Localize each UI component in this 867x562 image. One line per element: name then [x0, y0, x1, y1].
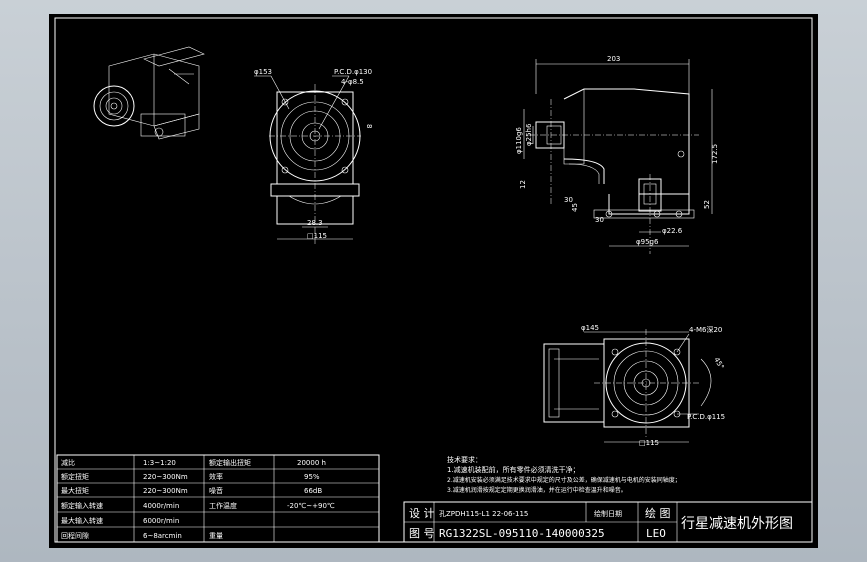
svg-text:8: 8 [365, 124, 373, 128]
notes-line-3: 3.减速机润滑按规定定期更换润滑油，并在运行中检查温升和噪音。 [447, 486, 627, 494]
motor-view-dim-angle: 45° [712, 356, 725, 371]
technical-notes: 技术要求： 1.减速机装配前，所有零件必须清洗干净； 2.减速机安装必须满足技术… [447, 455, 681, 494]
spec-row-3-value-b: -20℃~+90℃ [287, 502, 335, 510]
notes-line-1: 1.减速机装配前，所有零件必须清洗干净； [447, 465, 580, 474]
notes-line-2: 2.减速机安装必须满足技术要求中规定的尺寸及公差，确保减速机与电机的安装同轴度； [447, 476, 681, 484]
spec-row-5-label-b: 重量 [209, 532, 223, 540]
notes-title: 技术要求： [447, 455, 482, 464]
side-view-dim-30: 30 [564, 196, 573, 204]
motor-view-dim-od: φ145 [581, 324, 599, 332]
spec-row-5-value: 6~8arcmin [143, 532, 182, 540]
spec-row-0-label-b: 额定输出扭矩 [209, 458, 251, 467]
top-view-dim-pcd: P.C.D.φ130 [334, 68, 372, 76]
top-view-dim-square: □115 [307, 232, 327, 240]
spec-row-0-label: 减比 [61, 458, 75, 467]
spec-row-0-value-b: 20000 h [297, 459, 326, 467]
title-block: 设 计 图 号 孔ZPDH115-L1 22-06-115 绘制日期 RG132… [403, 501, 813, 543]
spec-row-2-value-b: 66dB [304, 487, 322, 495]
drawing-sheet: φ153 P.C.D.φ130 4-φ8.5 28.3 □115 8 203 φ… [49, 14, 818, 548]
spec-row-1-label: 额定扭矩 [61, 472, 89, 481]
title-block-date-label: 绘制日期 [594, 509, 622, 518]
spec-row-1-value: 220~300Nm [143, 473, 188, 481]
spec-row-2-label-b: 噪音 [209, 486, 223, 495]
spec-row-5-label: 回程间隙 [61, 531, 89, 540]
side-view-dim-width: 203 [607, 55, 620, 63]
spec-row-3-label: 额定输入转速 [61, 501, 103, 510]
title-block-title: 行星减速机外形图 [681, 516, 793, 532]
spec-row-1-value-b: 95% [304, 473, 320, 481]
isometric-view [93, 46, 205, 140]
title-block-draw-label: 绘 图 [645, 506, 671, 520]
top-view: φ153 P.C.D.φ130 4-φ8.5 28.3 □115 8 [254, 68, 373, 246]
spec-row-3-label-b: 工作温度 [209, 501, 237, 510]
side-view-dim-shaft: φ110g6 [515, 127, 523, 154]
side-view-dim-12: 12 [519, 180, 527, 189]
side-view-dim-30b: 30 [595, 216, 604, 224]
top-view-dim-od: φ153 [254, 68, 272, 76]
side-view: 203 φ110g6 φ25h6 172.5 52 45 30 12 φ95g6… [515, 55, 719, 254]
spec-row-2-label: 最大扭矩 [61, 486, 89, 495]
title-block-label-design: 设 计 [409, 507, 435, 520]
title-block-drawer: LEO [646, 527, 666, 540]
side-view-dim-45: 45 [571, 203, 579, 212]
spec-row-3-value: 4000r/min [143, 502, 179, 510]
side-view-dim-flange: φ95g6 [636, 238, 659, 246]
motor-view-dim-pcd: P.C.D.φ115 [687, 413, 725, 421]
side-view-dim-52: 52 [703, 200, 711, 209]
side-view-dim-height: 172.5 [711, 144, 719, 164]
motor-view-dim-holes: 4-M6深20 [689, 325, 722, 334]
spec-row-0-value: 1:3~1:20 [143, 459, 176, 467]
top-view-dim-key: 28.3 [307, 219, 323, 227]
spec-table: 减比 1:3~1:20 额定输出扭矩 20000 h 额定扭矩 220~300N… [56, 454, 380, 543]
title-block-label-drawing-no: 图 号 [409, 527, 435, 540]
motor-view: φ145 4-M6深20 45° P.C.D.φ115 □115 [543, 324, 725, 447]
spec-row-1-label-b: 效率 [209, 472, 223, 481]
spec-row-4-value: 6000r/min [143, 517, 179, 525]
spec-row-2-value: 220~300Nm [143, 487, 188, 495]
side-view-dim-pilot: φ22.6 [662, 227, 683, 235]
title-block-drawing-no: RG1322SL-095110-140000325 [439, 527, 605, 540]
drawing-canvas: φ153 P.C.D.φ130 4-φ8.5 28.3 □115 8 203 φ… [54, 17, 813, 543]
top-view-dim-holes: 4-φ8.5 [341, 78, 364, 86]
side-view-dim-bore: φ25h6 [525, 123, 533, 146]
title-block-design-value: 孔ZPDH115-L1 22-06-115 [439, 510, 528, 518]
motor-view-dim-square: □115 [639, 439, 659, 447]
spec-row-4-label: 最大输入转速 [61, 516, 103, 525]
